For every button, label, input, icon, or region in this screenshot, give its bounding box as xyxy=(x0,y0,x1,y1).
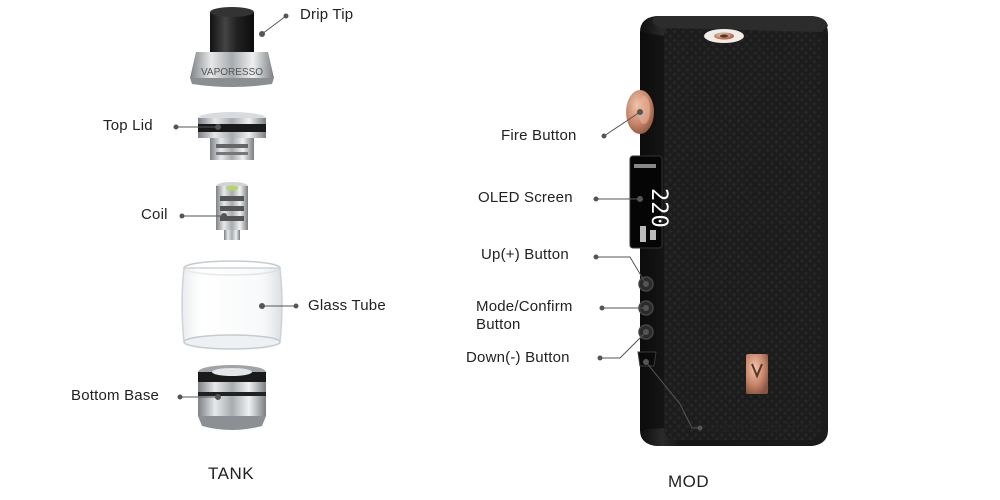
label-mode-confirm-button: Mode/Confirm Button xyxy=(476,298,573,333)
drip-tip-engraving: VAPORESSO xyxy=(201,67,263,78)
glass-tube-part xyxy=(181,260,283,350)
label-micro-usb-port: Micro-USB Port xyxy=(707,419,814,436)
label-drip-tip: Drip Tip xyxy=(300,6,354,23)
coil-part xyxy=(216,182,248,240)
tank-title: TANK xyxy=(208,464,255,483)
oled-readout: 220 xyxy=(646,188,671,228)
oled-screen-graphic: 220 xyxy=(629,155,671,249)
label-down-button: Down(-) Button xyxy=(466,349,570,366)
tank-leaders xyxy=(173,13,299,400)
label-top-lid: Top Lid xyxy=(103,117,153,134)
label-coil: Coil xyxy=(141,206,168,223)
label-oled-screen: OLED Screen xyxy=(478,189,573,206)
mod-title: MOD xyxy=(668,472,710,491)
label-up-button: Up(+) Button xyxy=(481,246,569,263)
mod-device xyxy=(640,16,828,446)
label-fire-button: Fire Button xyxy=(501,127,577,144)
mod-leaders xyxy=(593,109,703,431)
bottom-base-part xyxy=(198,365,266,430)
label-bottom-base: Bottom Base xyxy=(71,387,160,404)
top-lid-part xyxy=(198,112,266,160)
drip-tip-part: VAPORESSO xyxy=(190,7,274,87)
label-glass-tube: Glass Tube xyxy=(308,297,386,314)
brand-logo-plate xyxy=(746,354,768,394)
